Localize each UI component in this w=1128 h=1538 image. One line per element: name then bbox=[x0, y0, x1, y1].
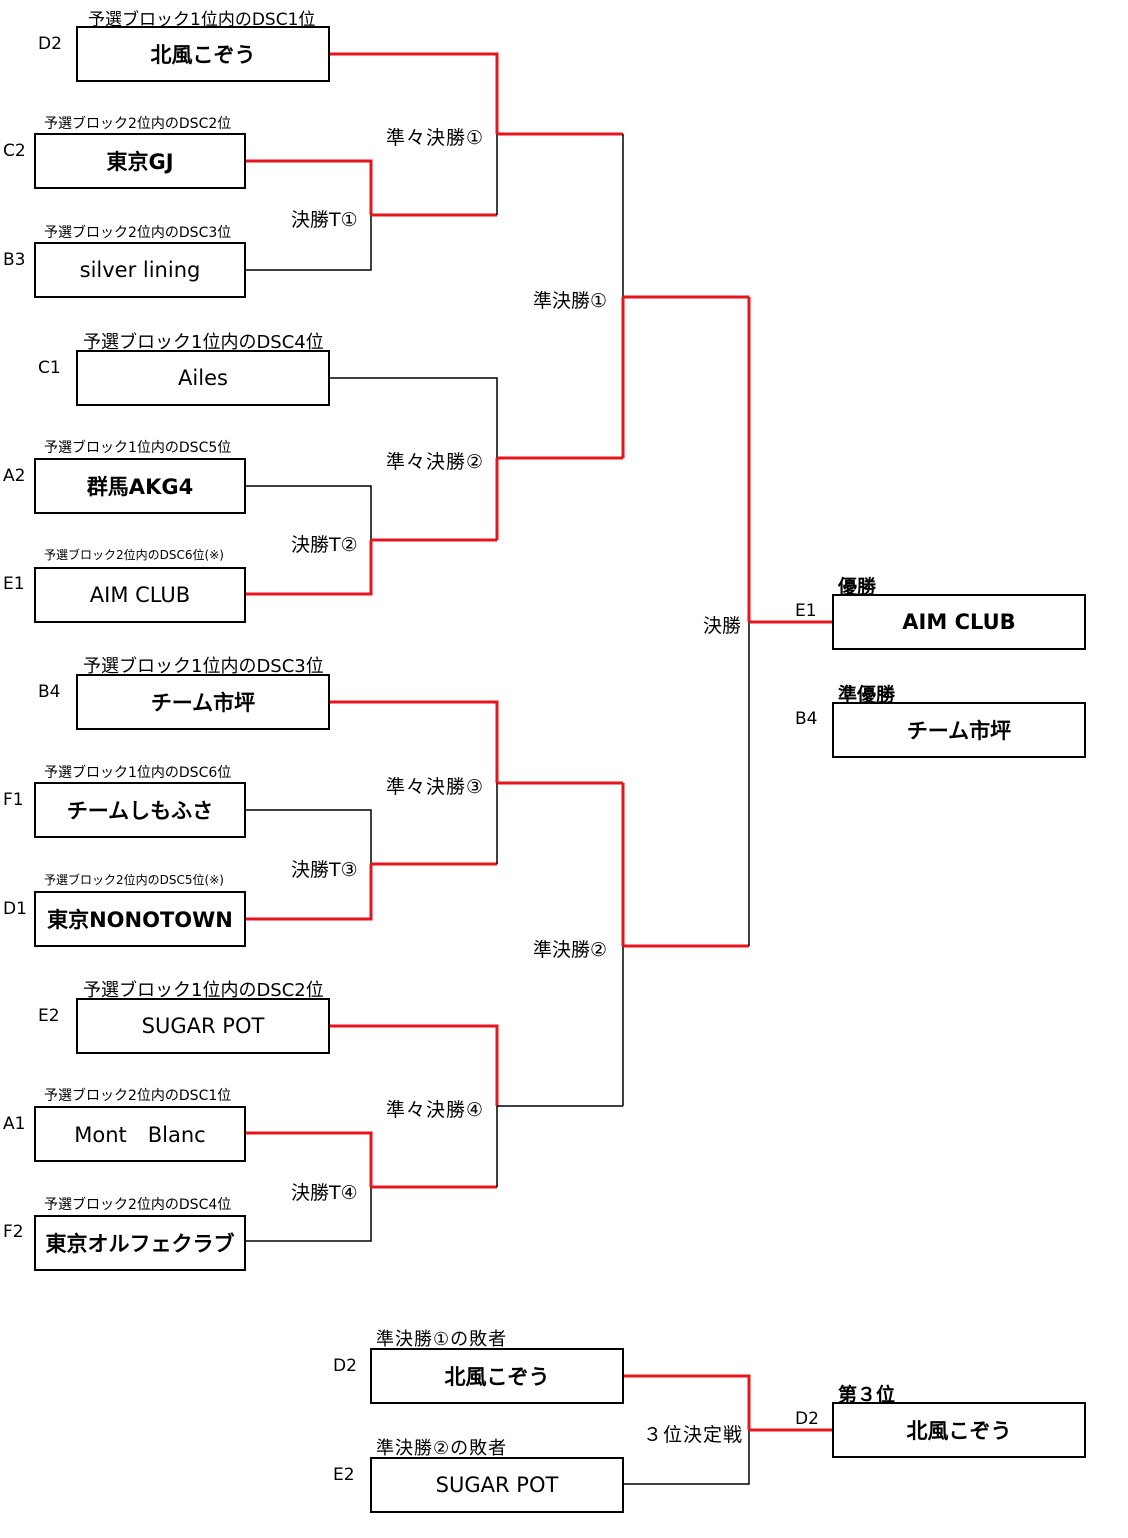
slot-label: 予選ブロック2位内のDSC4位 bbox=[44, 1197, 232, 1213]
bracket-line bbox=[246, 215, 372, 271]
team-name: Ailes bbox=[178, 366, 228, 390]
team-box: 群馬AKG4 bbox=[34, 458, 246, 514]
seed-label: E1 bbox=[795, 601, 817, 621]
runner-up-title: 準優勝 bbox=[838, 684, 896, 706]
team-box: 東京NONOTOWN bbox=[34, 891, 246, 947]
champion-box: AIM CLUB bbox=[832, 594, 1086, 650]
slot-label: 予選ブロック1位内のDSC5位 bbox=[44, 440, 232, 456]
round-label: 決勝T② bbox=[291, 534, 358, 556]
winner-path-line bbox=[246, 864, 373, 921]
seed-label: D2 bbox=[795, 1409, 819, 1429]
round-label: 準決勝② bbox=[533, 939, 608, 961]
champion-title: 優勝 bbox=[838, 576, 877, 598]
seed-label: E1 bbox=[3, 574, 25, 594]
team-box: AIM CLUB bbox=[34, 567, 246, 623]
winner-path-line bbox=[330, 1024, 499, 1106]
seed-label: D2 bbox=[38, 34, 62, 54]
round-label: 決勝T① bbox=[291, 209, 358, 231]
bracket-line bbox=[246, 485, 372, 540]
round-label: 準々決勝④ bbox=[386, 1099, 485, 1121]
team-box: Mont Blanc bbox=[34, 1106, 246, 1162]
team-name: silver lining bbox=[79, 258, 201, 282]
slot-label: 予選ブロック2位内のDSC3位 bbox=[44, 225, 232, 241]
team-name: 北風こぞう bbox=[906, 1419, 1012, 1443]
team-name: チームしもふさ bbox=[66, 799, 214, 823]
winner-path-line bbox=[246, 1131, 373, 1187]
team-name: SUGAR POT bbox=[141, 1014, 265, 1038]
slot-label: 予選ブロック2位内のDSC6位(※) bbox=[44, 548, 224, 562]
seed-label: D1 bbox=[3, 899, 27, 919]
team-name: 東京オルフェクラブ bbox=[45, 1232, 235, 1256]
seed-label: D2 bbox=[333, 1356, 357, 1376]
team-box: 東京GJ bbox=[34, 133, 246, 189]
bracket-line bbox=[246, 809, 372, 864]
slot-label: 準決勝②の敗者 bbox=[376, 1438, 508, 1459]
seed-label: F2 bbox=[3, 1222, 24, 1242]
slot-label: 準決勝①の敗者 bbox=[376, 1329, 508, 1350]
team-box: SUGAR POT bbox=[76, 998, 330, 1054]
final-label: 決勝 bbox=[703, 615, 742, 637]
seed-label: B4 bbox=[795, 709, 818, 729]
slot-label: 予選ブロック2位内のDSC2位 bbox=[44, 116, 232, 132]
team-box: チーム市坪 bbox=[76, 674, 330, 730]
bracket-line bbox=[624, 1430, 750, 1485]
slot-label: 予選ブロック1位内のDSC4位 bbox=[83, 332, 324, 353]
winner-path-line bbox=[330, 52, 499, 134]
seed-label: A2 bbox=[3, 466, 26, 486]
team-name: AIM CLUB bbox=[902, 610, 1016, 634]
round-label: 準々決勝① bbox=[386, 127, 485, 149]
seed-label: A1 bbox=[3, 1114, 26, 1134]
slot-label: 予選ブロック1位内のDSC6位 bbox=[44, 765, 232, 781]
winner-path-line bbox=[624, 1374, 751, 1430]
seed-label: E2 bbox=[38, 1006, 60, 1026]
round-label: 決勝T③ bbox=[291, 859, 358, 881]
team-name: AIM CLUB bbox=[89, 583, 191, 607]
slot-label: 予選ブロック1位内のDSC1位 bbox=[88, 10, 316, 30]
team-box: 北風こぞう bbox=[370, 1348, 624, 1404]
team-box: 北風こぞう bbox=[76, 26, 330, 82]
bracket-line bbox=[330, 377, 498, 458]
third-place-box: 北風こぞう bbox=[832, 1402, 1086, 1458]
team-box: 東京オルフェクラブ bbox=[34, 1215, 246, 1271]
slot-label: 予選ブロック1位内のDSC3位 bbox=[83, 656, 324, 677]
seed-label: C2 bbox=[3, 141, 26, 161]
team-name: チーム市坪 bbox=[150, 691, 256, 715]
third-place-label: ３位決定戦 bbox=[643, 1424, 744, 1446]
winner-path-line bbox=[330, 700, 499, 783]
slot-label: 予選ブロック1位内のDSC2位 bbox=[83, 980, 324, 1001]
team-name: 北風こぞう bbox=[150, 43, 256, 67]
team-box: silver lining bbox=[34, 242, 246, 298]
team-name: 東京NONOTOWN bbox=[47, 908, 233, 932]
bracket-line bbox=[246, 1187, 372, 1242]
team-box: SUGAR POT bbox=[370, 1457, 624, 1513]
round-label: 決勝T④ bbox=[291, 1182, 358, 1204]
team-name: チーム市坪 bbox=[906, 719, 1012, 743]
seed-label: C1 bbox=[38, 358, 61, 378]
team-name: Mont Blanc bbox=[74, 1123, 206, 1147]
round-label: 準々決勝③ bbox=[386, 776, 485, 798]
winner-path-line bbox=[246, 540, 373, 596]
round-label: 準決勝① bbox=[533, 290, 608, 312]
round-label: 準々決勝② bbox=[386, 451, 485, 473]
team-box: Ailes bbox=[76, 350, 330, 406]
slot-label: 予選ブロック2位内のDSC1位 bbox=[44, 1088, 232, 1104]
winner-path-line bbox=[246, 159, 373, 215]
seed-label: B4 bbox=[38, 682, 61, 702]
seed-label: F1 bbox=[3, 790, 24, 810]
team-name: SUGAR POT bbox=[435, 1473, 559, 1497]
team-box: チームしもふさ bbox=[34, 782, 246, 838]
third-place-title: 第３位 bbox=[838, 1384, 896, 1406]
slot-label: 予選ブロック2位内のDSC5位(※) bbox=[44, 873, 224, 887]
seed-label: B3 bbox=[3, 250, 26, 270]
team-name: 北風こぞう bbox=[444, 1365, 550, 1389]
team-name: 群馬AKG4 bbox=[86, 475, 194, 499]
team-name: 東京GJ bbox=[106, 150, 174, 174]
runner-up-box: チーム市坪 bbox=[832, 702, 1086, 758]
seed-label: E2 bbox=[333, 1465, 355, 1485]
